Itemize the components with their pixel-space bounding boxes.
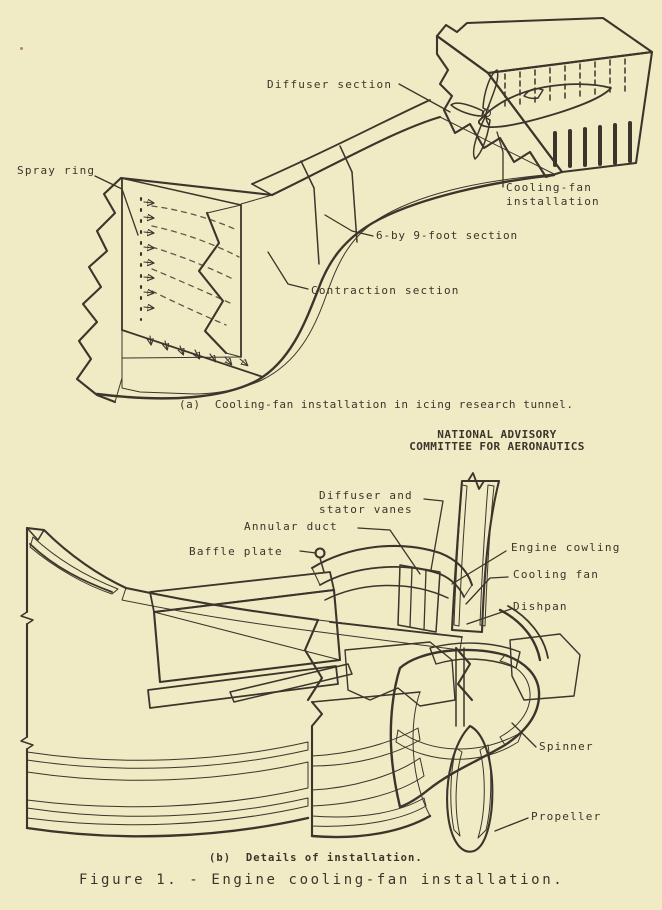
label-diffuser-section: Diffuser section	[267, 78, 393, 91]
label-spray-ring: Spray ring	[17, 164, 96, 177]
label-engine-cowling: Engine cowling	[511, 541, 621, 554]
cowl-skirt	[310, 691, 432, 839]
label-contraction-section: Contraction section	[311, 284, 460, 297]
label-propeller: Propeller	[531, 810, 602, 823]
dishpan-detail	[498, 605, 549, 662]
figure-caption: Figure 1. - Engine cooling-fan installat…	[79, 872, 565, 888]
baffle-plate-detail	[314, 547, 326, 559]
upper-propeller-blade	[450, 472, 501, 634]
airplane-model	[450, 69, 612, 160]
label-cooling-fan: Cooling fan	[513, 568, 600, 581]
tunnel-drawing-a	[75, 16, 654, 404]
caption-part-b: (b) Details of installation.	[209, 852, 423, 864]
label-cooling-fan-installation: Cooling-fan installation	[506, 181, 600, 208]
spray-ring-detail	[139, 196, 153, 322]
label-dishpan: Dishpan	[513, 600, 568, 613]
label-six-by-nine-section: 6-by 9-foot section	[376, 229, 518, 242]
annular-duct-structure	[147, 571, 353, 709]
floor-spray-arrows	[150, 335, 247, 365]
agency-credit: NATIONAL ADVISORY COMMITTEE FOR AERONAUT…	[409, 428, 585, 453]
installation-drawing-b	[20, 472, 581, 853]
lower-propeller-blade	[446, 724, 494, 853]
leader-lines-a	[94, 83, 504, 290]
diffuser-section-box	[435, 16, 654, 179]
label-diffuser-and-stator-vanes: Diffuser and stator vanes	[319, 489, 413, 516]
leader-lines-b	[299, 498, 537, 832]
label-annular-duct: Annular duct	[244, 520, 338, 533]
stator-vane-bank	[397, 564, 441, 633]
label-baffle-plate: Baffle plate	[189, 545, 283, 558]
label-spinner: Spinner	[539, 740, 594, 753]
streamlines	[151, 205, 240, 326]
caption-part-a: (a) Cooling-fan installation in icing re…	[179, 398, 574, 411]
paper-speck	[20, 47, 23, 50]
